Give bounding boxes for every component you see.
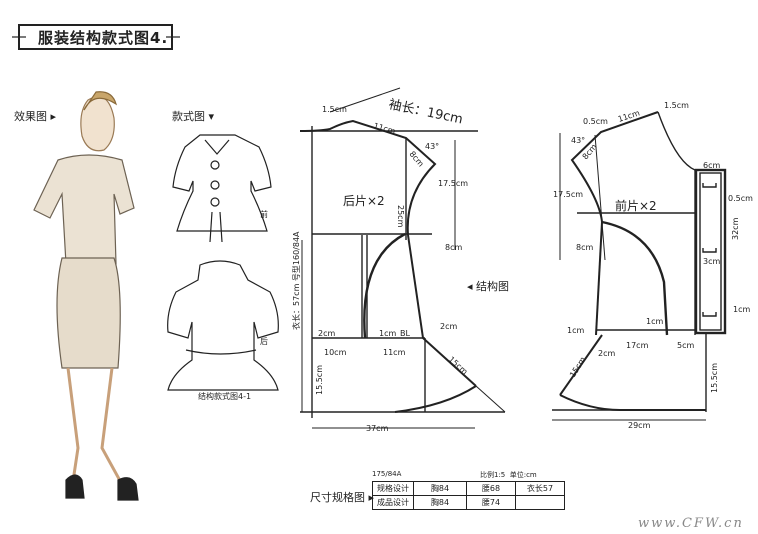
table-cell: 胸84 bbox=[413, 495, 467, 510]
table-row: 规格设计 胸84 腰68 衣长57 bbox=[372, 481, 565, 496]
front-dim-placket-w: 6cm bbox=[703, 161, 720, 170]
table-cell: 胸84 bbox=[413, 481, 467, 496]
size-chart-label-text: 尺寸规格图 bbox=[310, 491, 365, 504]
size-chart-size: 175/84A bbox=[372, 470, 402, 478]
back-sleeve-length: 袖长：19cm bbox=[387, 97, 464, 127]
table-cell: 衣长57 bbox=[515, 481, 565, 496]
front-dim-neck: 1.5cm bbox=[664, 101, 689, 110]
front-dim-waist-drop: 8cm bbox=[576, 243, 593, 252]
front-dim-center: 5cm bbox=[677, 341, 694, 350]
page-title: 服装结构款式图4. bbox=[38, 29, 169, 47]
back-dim-bl: BL bbox=[400, 329, 410, 338]
front-dim-waist: 17cm bbox=[626, 341, 649, 350]
watermark: www.CFW.cn bbox=[638, 516, 744, 531]
front-dim-side-out: 2cm bbox=[598, 349, 615, 358]
back-dim-hem-h: 15.5cm bbox=[315, 365, 324, 395]
back-piece-label: 后片×2 bbox=[343, 194, 385, 208]
back-dim-neck: 1.5cm bbox=[322, 105, 347, 114]
effect-label-text: 效果图 bbox=[14, 110, 47, 123]
front-dim-btn-gap: 3cm bbox=[703, 257, 720, 266]
flat-front-jacket bbox=[172, 134, 272, 243]
table-cell: 规格设计 bbox=[372, 481, 414, 496]
front-pattern bbox=[552, 111, 727, 421]
front-dim-btn-edge: 1cm bbox=[733, 305, 750, 314]
front-dim-angle: 43° bbox=[571, 136, 585, 145]
front-dim-depth: 17.5cm bbox=[553, 190, 583, 199]
front-dim-placket-edge: 0.5cm bbox=[728, 194, 753, 203]
flat-back-label: 后 bbox=[260, 336, 268, 346]
flat-front-label: 前 bbox=[260, 209, 268, 219]
effect-label: 效果图 ▸ bbox=[14, 110, 57, 123]
back-length-note: 衣长：57cm 号型160/84A bbox=[291, 231, 301, 330]
front-dim-side-in: 1cm bbox=[567, 326, 584, 335]
fashion-illustration bbox=[33, 91, 139, 501]
back-dim-w1: 10cm bbox=[324, 348, 347, 357]
flat-caption: 结构款式图4-1 bbox=[198, 391, 251, 401]
back-dim-left: 2cm bbox=[318, 329, 335, 338]
front-piece-label: 前片×2 bbox=[615, 198, 657, 213]
structure-label: ◂ 结构图 bbox=[467, 279, 509, 293]
back-dim-angle: 43° bbox=[425, 142, 439, 151]
table-cell bbox=[515, 495, 565, 510]
front-dim-hem-w: 29cm bbox=[628, 421, 651, 430]
style-label-text: 款式图 bbox=[172, 110, 205, 123]
size-chart-scale: 比例1:5 单位:cm bbox=[480, 471, 537, 479]
table-cell: 腰68 bbox=[466, 481, 516, 496]
back-dim-peplum: 15cm bbox=[447, 355, 470, 377]
back-dim-side: 25cm bbox=[396, 205, 405, 228]
structure-label-text: 结构图 bbox=[476, 279, 509, 293]
front-dim-placket-h: 32cm bbox=[731, 217, 740, 240]
size-chart-table: 规格设计 胸84 腰68 衣长57 成品设计 胸84 腰74 bbox=[372, 481, 565, 510]
back-dim-w2: 11cm bbox=[383, 348, 406, 357]
back-dim-side-out: 2cm bbox=[440, 322, 457, 331]
table-cell: 腰74 bbox=[466, 495, 516, 510]
flat-back-jacket bbox=[167, 260, 279, 391]
back-dim-dart: 1cm bbox=[379, 329, 396, 338]
back-pattern bbox=[299, 87, 506, 429]
front-dim-shoulder-in: 0.5cm bbox=[583, 117, 608, 126]
back-dim-waist-drop: 8cm bbox=[445, 243, 462, 252]
front-dim-peplum: 15cm bbox=[568, 355, 588, 379]
front-dim-dart: 1cm bbox=[646, 317, 663, 326]
front-dim-hem-h: 15.5cm bbox=[710, 363, 719, 393]
back-dim-depth: 17.5cm bbox=[438, 179, 468, 188]
back-dim-shoulder: 11cm bbox=[372, 121, 396, 136]
table-cell: 成品设计 bbox=[372, 495, 414, 510]
style-label: 款式图 ▾ bbox=[172, 110, 215, 123]
back-dim-hem-w: 37cm bbox=[366, 424, 389, 433]
table-row: 成品设计 胸84 腰74 bbox=[372, 495, 565, 510]
size-chart-label: 尺寸规格图 ▸ bbox=[310, 491, 375, 504]
